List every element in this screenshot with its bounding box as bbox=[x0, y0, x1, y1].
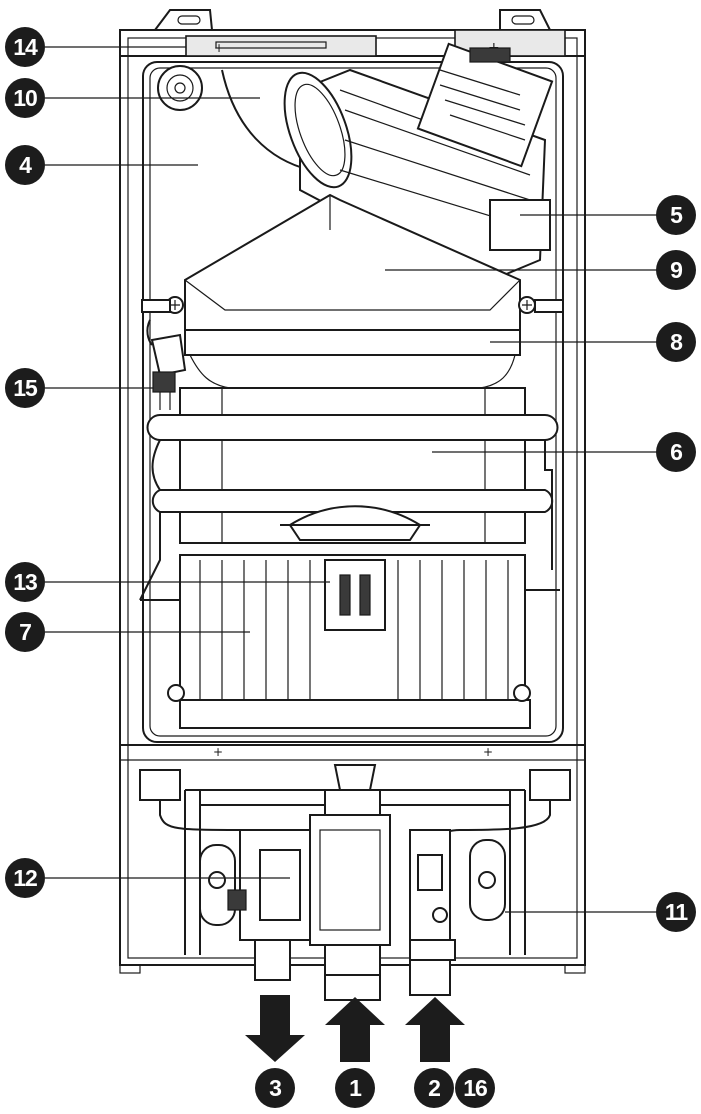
svg-text:+: + bbox=[483, 745, 493, 759]
gas-valve bbox=[309, 764, 391, 976]
callout-9: 9 bbox=[656, 250, 696, 290]
callout-11: 11 bbox=[656, 892, 696, 932]
outlet-arrow bbox=[245, 995, 305, 1062]
fan-assembly bbox=[283, 42, 554, 287]
callout-10: 10 bbox=[5, 78, 45, 118]
cold-inlet-arrow bbox=[405, 997, 465, 1062]
callout-5: 5 bbox=[656, 195, 696, 235]
callout-16: 16 bbox=[455, 1068, 495, 1108]
callout-6: 6 bbox=[656, 432, 696, 472]
svg-text:+: + bbox=[213, 745, 223, 759]
combustion-chamber bbox=[142, 61, 564, 743]
flow-switch bbox=[409, 829, 456, 961]
callout-1: 1 bbox=[335, 1068, 375, 1108]
flue-connector bbox=[157, 65, 311, 171]
burner bbox=[140, 505, 560, 729]
hydraulic-fittings bbox=[139, 769, 571, 926]
callout-8: 8 bbox=[656, 322, 696, 362]
gas-inlet-arrow bbox=[325, 997, 385, 1062]
callout-14: 14 bbox=[5, 27, 45, 67]
mounting-brackets bbox=[154, 9, 551, 31]
callout-13: 13 bbox=[5, 562, 45, 602]
leader-lines bbox=[45, 46, 658, 913]
hood-clamps bbox=[141, 296, 564, 314]
pump bbox=[227, 829, 321, 941]
callout-12: 12 bbox=[5, 858, 45, 898]
callout-2: 2 bbox=[414, 1068, 454, 1108]
hood-lip bbox=[184, 329, 521, 389]
callout-3: 3 bbox=[255, 1068, 295, 1108]
callout-15: 15 bbox=[5, 368, 45, 408]
bottom-connections bbox=[119, 939, 586, 1001]
flow-arrows bbox=[245, 995, 465, 1062]
callout-4: 4 bbox=[5, 145, 45, 185]
burner-ramps bbox=[199, 560, 509, 700]
callout-7: 7 bbox=[5, 612, 45, 652]
pressure-switch bbox=[146, 319, 187, 410]
svg-text:+: + bbox=[214, 41, 224, 55]
